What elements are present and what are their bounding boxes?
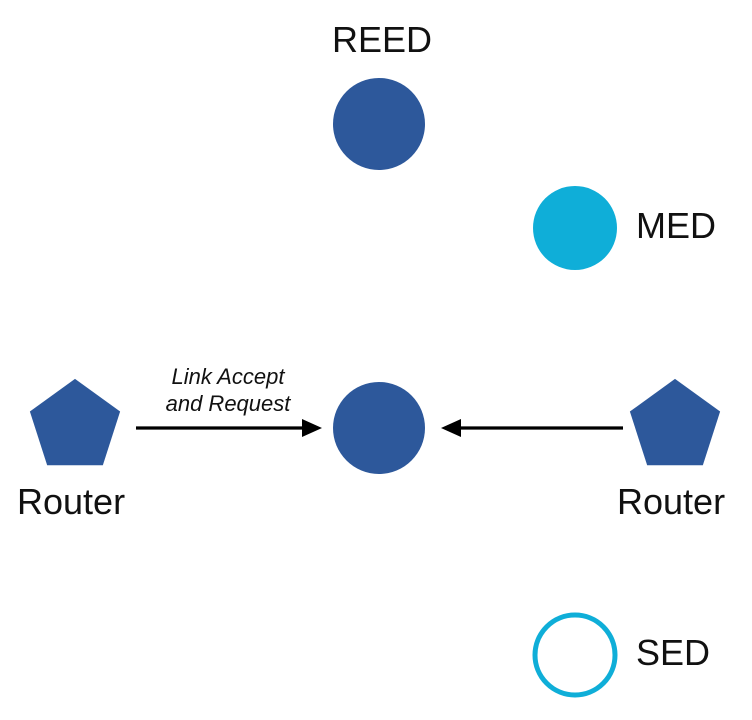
node-router-right-label: Router [617,481,726,522]
edge-left-to-center-arrow [136,419,322,437]
node-sed-shape[interactable] [531,611,619,699]
node-reed-shape[interactable] [333,78,425,170]
edge-label-line-2: and Request [165,391,291,416]
node-router-left-shape[interactable] [27,376,123,472]
edge-right-to-center-arrow [441,419,623,437]
node-leader-shape[interactable] [333,382,425,474]
node-med-shape[interactable] [533,186,617,270]
node-router-left-label: Router [17,481,126,522]
node-reed-label: REED [332,19,433,60]
node-med-label: MED [636,205,716,246]
edge-label-line-1: Link Accept [171,364,285,389]
edge-left-to-center-label: Link Accept and Request [158,363,298,417]
node-router-right-shape[interactable] [627,376,723,472]
node-sed-label: SED [636,632,711,673]
